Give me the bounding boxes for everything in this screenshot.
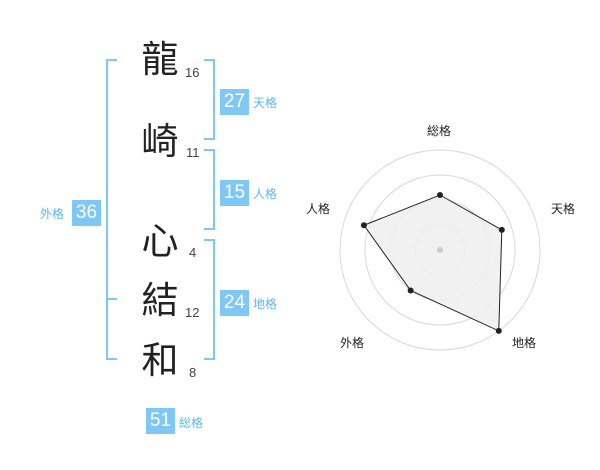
radar-ring-3 [364,174,516,326]
gaikaku-value: 36 [72,200,101,226]
chikaku-bracket [204,239,215,360]
name-char-3: 心 [141,220,179,263]
stroke-count-5: 8 [189,365,197,380]
stroke-count-3: 4 [189,245,197,260]
stroke-count-4: 12 [185,305,200,320]
gaikaku-label: 外格 [40,207,65,221]
radar-series-area [363,194,503,332]
stroke-count-2: 11 [186,145,200,160]
tenkaku-value: 27 [220,89,249,115]
chikaku-label: 地格 [253,297,278,311]
radar-ring-4 [339,149,541,351]
radar-axis-label-jinkaku: 人格 [306,202,331,216]
radar-point-4 [360,222,367,229]
stroke-count-1: 16 [185,65,200,80]
radar-point-0 [437,192,443,198]
name-char-4: 結 [141,279,179,322]
radar-point-1 [498,226,505,233]
name-char-2: 崎 [141,120,179,163]
chikaku-value: 24 [220,290,249,316]
radar-point-2 [495,327,502,334]
name-char-5: 和 [141,339,179,382]
radar-axis-label-soukaku: 総格 [427,124,452,138]
soukaku-label: 総格 [179,416,204,430]
radar-point-3 [407,287,414,294]
name-char-1: 龍 [141,38,179,81]
tenkaku-bracket [204,59,215,140]
radar-center-dot [437,247,443,253]
radar-axis-label-chikaku: 地格 [512,336,537,350]
gaikaku-bracket [106,59,117,360]
radar-axis-label-tenkaku: 天格 [551,202,576,216]
jinkaku-value: 15 [220,180,249,206]
soukaku-value: 51 [146,408,175,434]
jinkaku-bracket [204,149,215,230]
jinkaku-label: 人格 [253,187,278,201]
radar-axis-label-gaikaku: 外格 [340,336,365,350]
tenkaku-label: 天格 [253,96,278,110]
